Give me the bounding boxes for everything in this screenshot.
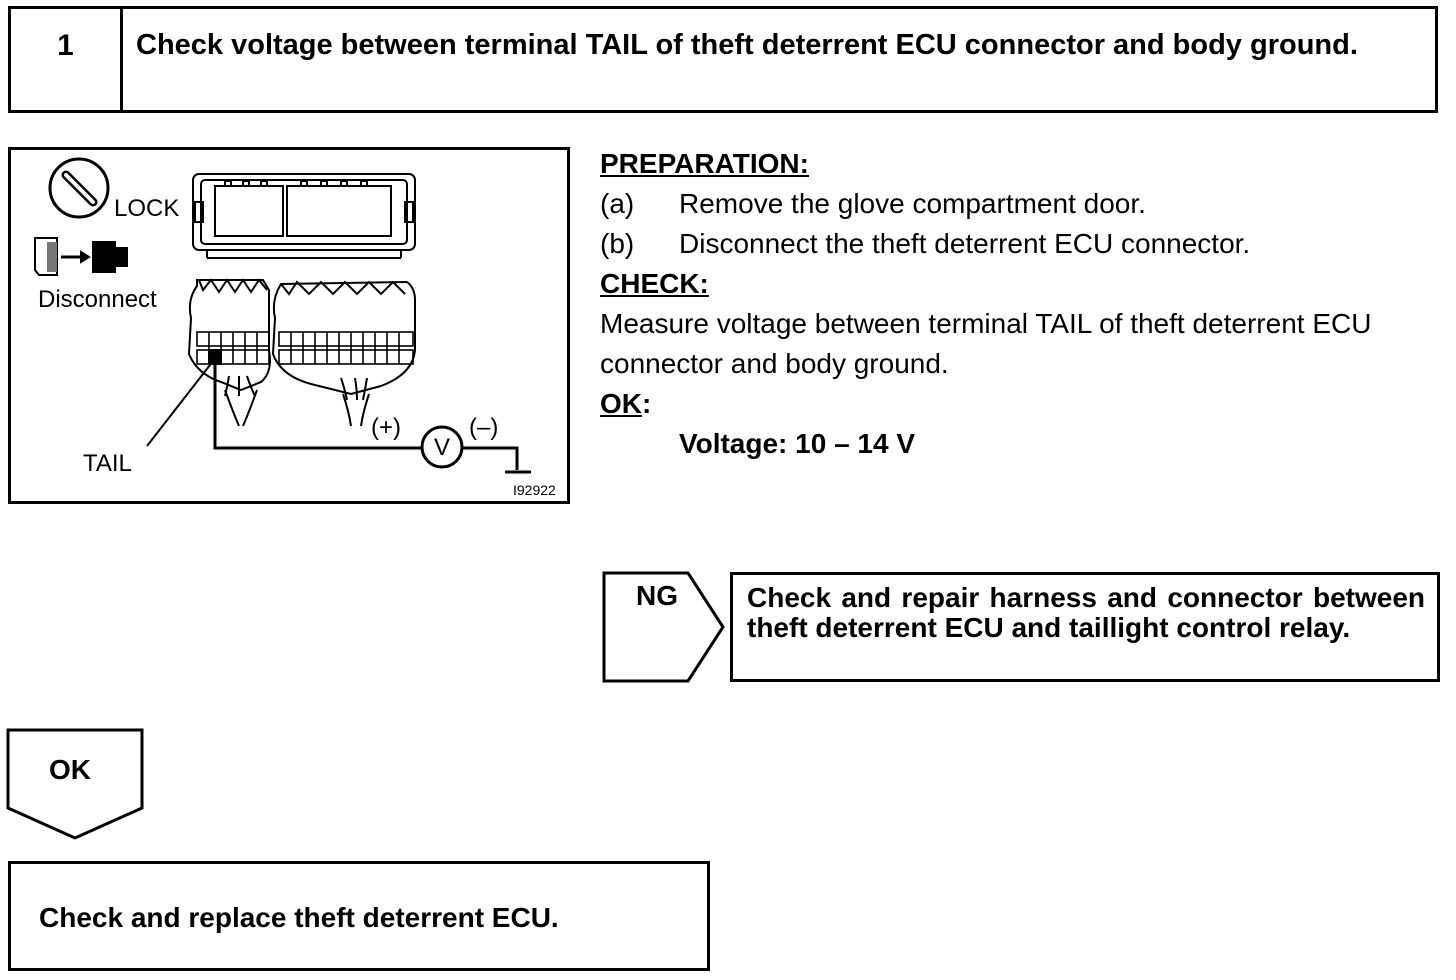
disconnect-label: Disconnect [38, 286, 157, 313]
disconnect-icon [34, 237, 128, 276]
preparation-step: (b) Disconnect the theft deterrent ECU c… [600, 224, 1450, 264]
ok-result-box: Check and replace theft deterrent ECU. [8, 861, 710, 971]
step-text: Remove the glove compartment door. [679, 188, 1146, 219]
preparation-step: (a) Remove the glove compartment door. [600, 184, 1450, 224]
negative-probe-label: (–) [469, 414, 499, 441]
ok-heading: OK: [600, 384, 1450, 424]
lock-icon [48, 157, 110, 219]
probe-wire-negative [462, 446, 519, 470]
harness-connector-right [271, 280, 416, 427]
step-header: 1 Check voltage between terminal TAIL of… [8, 6, 1438, 113]
harness-connector-left [187, 278, 271, 427]
lock-label: LOCK [114, 195, 180, 222]
ok-arrow-icon [6, 728, 144, 840]
check-text-line1: Measure voltage between terminal TAIL of… [600, 308, 1372, 339]
preparation-heading: PREPARATION: [600, 148, 809, 179]
step-marker: (a) [600, 188, 635, 219]
positive-probe-label: (+) [371, 414, 401, 441]
figure-code: I92922 [513, 482, 556, 498]
voltmeter-label: V [434, 434, 451, 461]
ok-spec: Voltage: 10 – 14 V [679, 428, 916, 459]
tail-label: TAIL [83, 450, 132, 477]
step-marker: (b) [600, 228, 635, 259]
check-text-line2: connector and body ground. [600, 348, 949, 379]
ng-arrow-icon [602, 571, 725, 683]
check-heading: CHECK: [600, 268, 709, 299]
ng-result-box: Check and repair harness and connector b… [730, 572, 1440, 682]
step-title: Check voltage between terminal TAIL of t… [136, 29, 1358, 61]
ok-heading-text: OK [600, 388, 642, 419]
probe-wire-positive [213, 357, 421, 450]
tail-leader-line [146, 355, 218, 447]
ng-label: NG [636, 580, 678, 611]
ok-label: OK [49, 754, 91, 785]
wiring-figure: LOCK Disconnect TAIL (+) (–) V I92922 [8, 147, 570, 504]
ecu-connector [192, 173, 416, 259]
connector-diagram [34, 157, 531, 474]
ok-heading-colon: : [642, 388, 652, 419]
step-number: 1 [11, 9, 123, 110]
step-text: Disconnect the theft deterrent ECU conne… [679, 228, 1251, 259]
procedure-text: PREPARATION: (a) Remove the glove compar… [600, 144, 1450, 464]
